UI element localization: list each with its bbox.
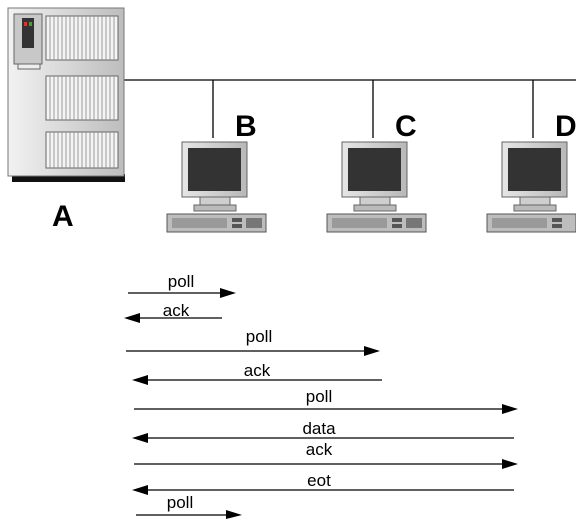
message-arrow: poll [136,493,242,519]
server-icon [7,7,125,182]
message-arrow: poll [134,387,518,414]
network-bus [124,79,576,138]
message-label: ack [163,301,190,320]
message-arrow: ack [132,361,382,385]
message-label: poll [168,272,194,291]
message-label: data [302,419,336,438]
node-label-c: C [395,110,417,143]
node-label-b: B [235,110,257,143]
node-label-d: D [555,110,576,143]
message-label: poll [167,493,193,512]
message-label: poll [306,387,332,406]
message-sequence: poll ack poll ack poll da [124,272,518,519]
message-label: eot [307,471,331,490]
workstation-c-icon [326,141,427,233]
workstation-d-icon [486,141,576,233]
message-arrow: ack [134,440,518,469]
message-arrow: poll [126,327,380,356]
message-arrow: ack [124,301,222,323]
message-label: poll [246,327,272,346]
message-label: ack [306,440,333,459]
message-label: ack [244,361,271,380]
message-arrow: data [132,419,514,443]
node-label-a: A [52,200,74,233]
message-arrow: eot [132,471,514,495]
message-arrow: poll [128,272,236,298]
workstation-b-icon [166,141,267,233]
